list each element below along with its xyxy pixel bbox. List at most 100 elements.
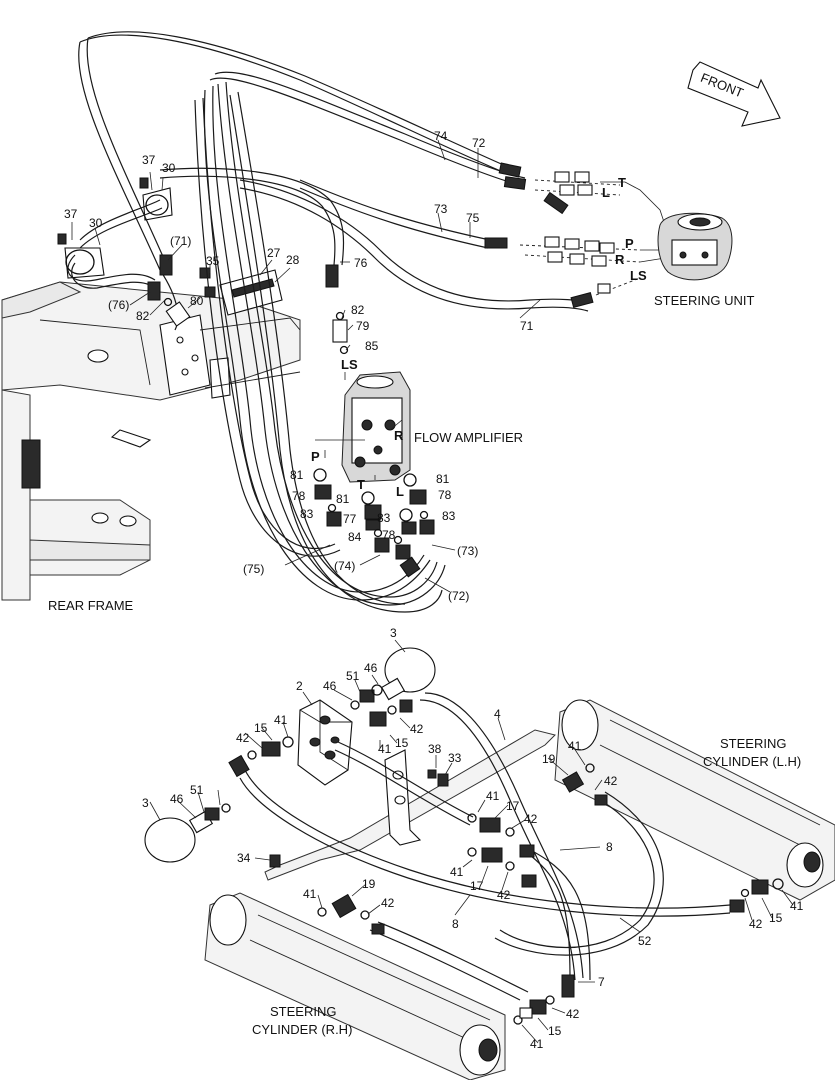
port-ls-flow-amplifier: LS [341, 357, 358, 372]
callout-41-a: 41 [378, 742, 392, 756]
callout-73-ref: (73) [457, 544, 478, 558]
callout-17-b: 17 [470, 879, 484, 893]
callout-41-h: 41 [530, 1037, 544, 1051]
callout-42-a: 42 [410, 722, 424, 736]
callout-73: 73 [434, 202, 448, 216]
callout-17-a: 17 [506, 799, 520, 813]
callout-8-a: 8 [606, 840, 613, 854]
callout-83-c: 83 [442, 509, 456, 523]
callout-85: 85 [365, 339, 379, 353]
upper-fittings [147, 162, 594, 355]
callout-82-a: 82 [136, 309, 150, 323]
callout-84: 84 [348, 530, 362, 544]
caption-steering-unit: STEERING UNIT [654, 293, 754, 308]
steering-unit-connectors [519, 171, 666, 296]
callout-83-b: 83 [377, 511, 391, 525]
callout-72-ref: (72) [448, 589, 469, 603]
callout-42-e: 42 [604, 774, 618, 788]
caption-flow-amplifier: FLOW AMPLIFIER [414, 430, 523, 445]
callout-15-c: 15 [769, 911, 783, 925]
mounting-bracket [264, 729, 556, 881]
callout-41-e: 41 [568, 739, 582, 753]
port-p-steering-unit: P [625, 236, 634, 251]
port-l-steering-unit: L [602, 185, 610, 200]
callout-74-ref: (74) [334, 559, 355, 573]
upper-leaders [71, 139, 541, 593]
callout-51-a: 51 [346, 669, 360, 683]
port-labels: T L P R LS LS P T R L [311, 175, 647, 499]
callout-42-b: 42 [236, 731, 250, 745]
callout-38: 38 [428, 742, 442, 756]
callout-42-d: 42 [497, 888, 511, 902]
port-ls-steering-unit: LS [630, 268, 647, 283]
callout-37-b: 37 [64, 207, 78, 221]
callout-46-b: 46 [323, 679, 337, 693]
callout-71: 71 [520, 319, 534, 333]
callout-77: 77 [343, 512, 357, 526]
rear-frame [1, 281, 301, 601]
port-t-steering-unit: T [618, 175, 626, 190]
callout-78-a: 78 [292, 489, 306, 503]
port-p-flow-amplifier: P [311, 449, 320, 464]
callout-83-a: 83 [300, 507, 314, 521]
callout-4: 4 [494, 707, 501, 721]
callout-35: 35 [206, 254, 220, 268]
callout-15-b: 15 [254, 721, 268, 735]
callout-2: 2 [296, 679, 303, 693]
callout-78-c: 78 [438, 488, 452, 502]
callout-46-c: 46 [170, 792, 184, 806]
callout-15-d: 15 [548, 1024, 562, 1038]
steering-unit [657, 212, 733, 281]
caption-cylinder-rh-line1: STEERING [270, 1004, 336, 1019]
steering-cylinder-lh [554, 699, 835, 901]
callout-82-b: 82 [351, 303, 365, 317]
callout-78-b: 78 [382, 528, 396, 542]
callout-41-g: 41 [790, 899, 804, 913]
callout-19-a: 19 [542, 752, 556, 766]
callout-30-a: 30 [162, 161, 176, 175]
callout-71-ref: (71) [170, 234, 191, 248]
callout-76: 76 [354, 256, 368, 270]
callout-30-b: 30 [89, 216, 103, 230]
callout-81-a: 81 [290, 468, 304, 482]
callout-33: 33 [448, 751, 462, 765]
flow-amplifier [315, 371, 411, 483]
callout-19-b: 19 [362, 877, 376, 891]
caption-rear-frame: REAR FRAME [48, 598, 134, 613]
hose-bundle-upper [67, 31, 591, 613]
callout-46-a: 46 [364, 661, 378, 675]
callout-76-ref: (76) [108, 298, 129, 312]
callout-7: 7 [598, 975, 605, 989]
callout-8-b: 8 [452, 917, 459, 931]
callout-numbers: 74 72 73 75 71 76 37 30 37 30 (71) (76) … [64, 129, 804, 1051]
port-l-flow-amplifier: L [396, 484, 404, 499]
callout-52: 52 [638, 934, 652, 948]
captions: STEERING UNIT FLOW AMPLIFIER REAR FRAME … [48, 293, 801, 1037]
callout-80: 80 [190, 294, 204, 308]
accumulator-upper [380, 647, 436, 701]
callout-41-b: 41 [274, 713, 288, 727]
callout-42-c: 42 [524, 812, 538, 826]
caption-cylinder-lh-line1: STEERING [720, 736, 786, 751]
hose-clamps-upper [57, 177, 283, 316]
lower-fittings [204, 684, 784, 1025]
callout-74: 74 [434, 129, 448, 143]
port-r-flow-amplifier: R [394, 428, 404, 443]
callout-3-a: 3 [390, 626, 397, 640]
callout-3-b: 3 [142, 796, 149, 810]
steering-cylinder-rh [204, 892, 506, 1080]
callout-81-b: 81 [336, 492, 350, 506]
port-t-flow-amplifier: T [357, 477, 365, 492]
callout-75-ref: (75) [243, 562, 264, 576]
callout-37-a: 37 [142, 153, 156, 167]
manifold-block [297, 699, 353, 786]
callout-42-f: 42 [381, 896, 395, 910]
hose-bundle-lower [239, 692, 731, 1001]
accumulator-lower [144, 810, 214, 863]
front-direction-arrow: FRONT [687, 61, 781, 127]
callout-27: 27 [267, 246, 281, 260]
caption-cylinder-rh-line2: CYLINDER (R.H) [252, 1022, 352, 1037]
callout-15-a: 15 [395, 736, 409, 750]
callout-42-g: 42 [749, 917, 763, 931]
